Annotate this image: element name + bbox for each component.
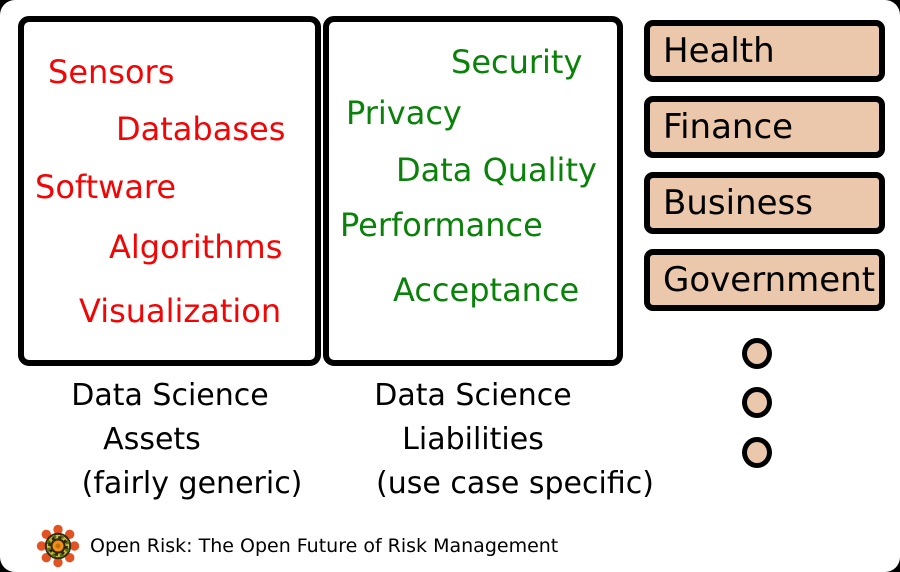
assets-caption: Data Science Assets (fairly generic) — [18, 374, 322, 506]
ellipsis-dot — [742, 387, 772, 418]
use-case-box-business: Business — [644, 172, 885, 234]
liabilities-caption: Data Science Liabilities (use case speci… — [322, 374, 654, 506]
ellipsis-dot — [742, 437, 772, 468]
caption-line: Liabilities — [402, 422, 544, 457]
asset-item: Sensors — [48, 53, 175, 91]
open-risk-logo-icon — [36, 524, 80, 568]
footer-tagline: Open Risk: The Open Future of Risk Manag… — [90, 535, 559, 557]
caption-line: Data Science — [374, 378, 572, 413]
use-case-label: Health — [663, 31, 775, 71]
use-case-label: Government — [663, 260, 876, 300]
footer: Open Risk: The Open Future of Risk Manag… — [36, 524, 558, 568]
asset-item: Algorithms — [109, 228, 283, 266]
caption-line: (fairly generic) — [81, 466, 303, 501]
caption-line: Assets — [103, 422, 201, 457]
use-case-box-government: Government — [644, 249, 885, 311]
caption-line: (use case specific) — [376, 466, 654, 501]
asset-item: Software — [35, 168, 177, 206]
caption-line: Data Science — [71, 378, 269, 413]
asset-item: Visualization — [79, 292, 282, 330]
use-case-box-health: Health — [644, 20, 885, 82]
asset-item: Databases — [116, 110, 286, 148]
liability-item: Performance — [340, 206, 543, 244]
use-case-label: Finance — [663, 107, 794, 147]
liability-item: Acceptance — [393, 271, 580, 309]
liability-item: Data Quality — [396, 151, 597, 189]
data-science-liabilities-box: Security Privacy Data Quality Performanc… — [323, 16, 623, 366]
liability-item: Security — [451, 43, 583, 81]
use-case-label: Business — [663, 183, 813, 223]
use-case-box-finance: Finance — [644, 96, 885, 158]
data-science-assets-box: Sensors Databases Software Algorithms Vi… — [18, 16, 321, 366]
liability-item: Privacy — [346, 94, 462, 132]
ellipsis-dot — [742, 338, 772, 369]
